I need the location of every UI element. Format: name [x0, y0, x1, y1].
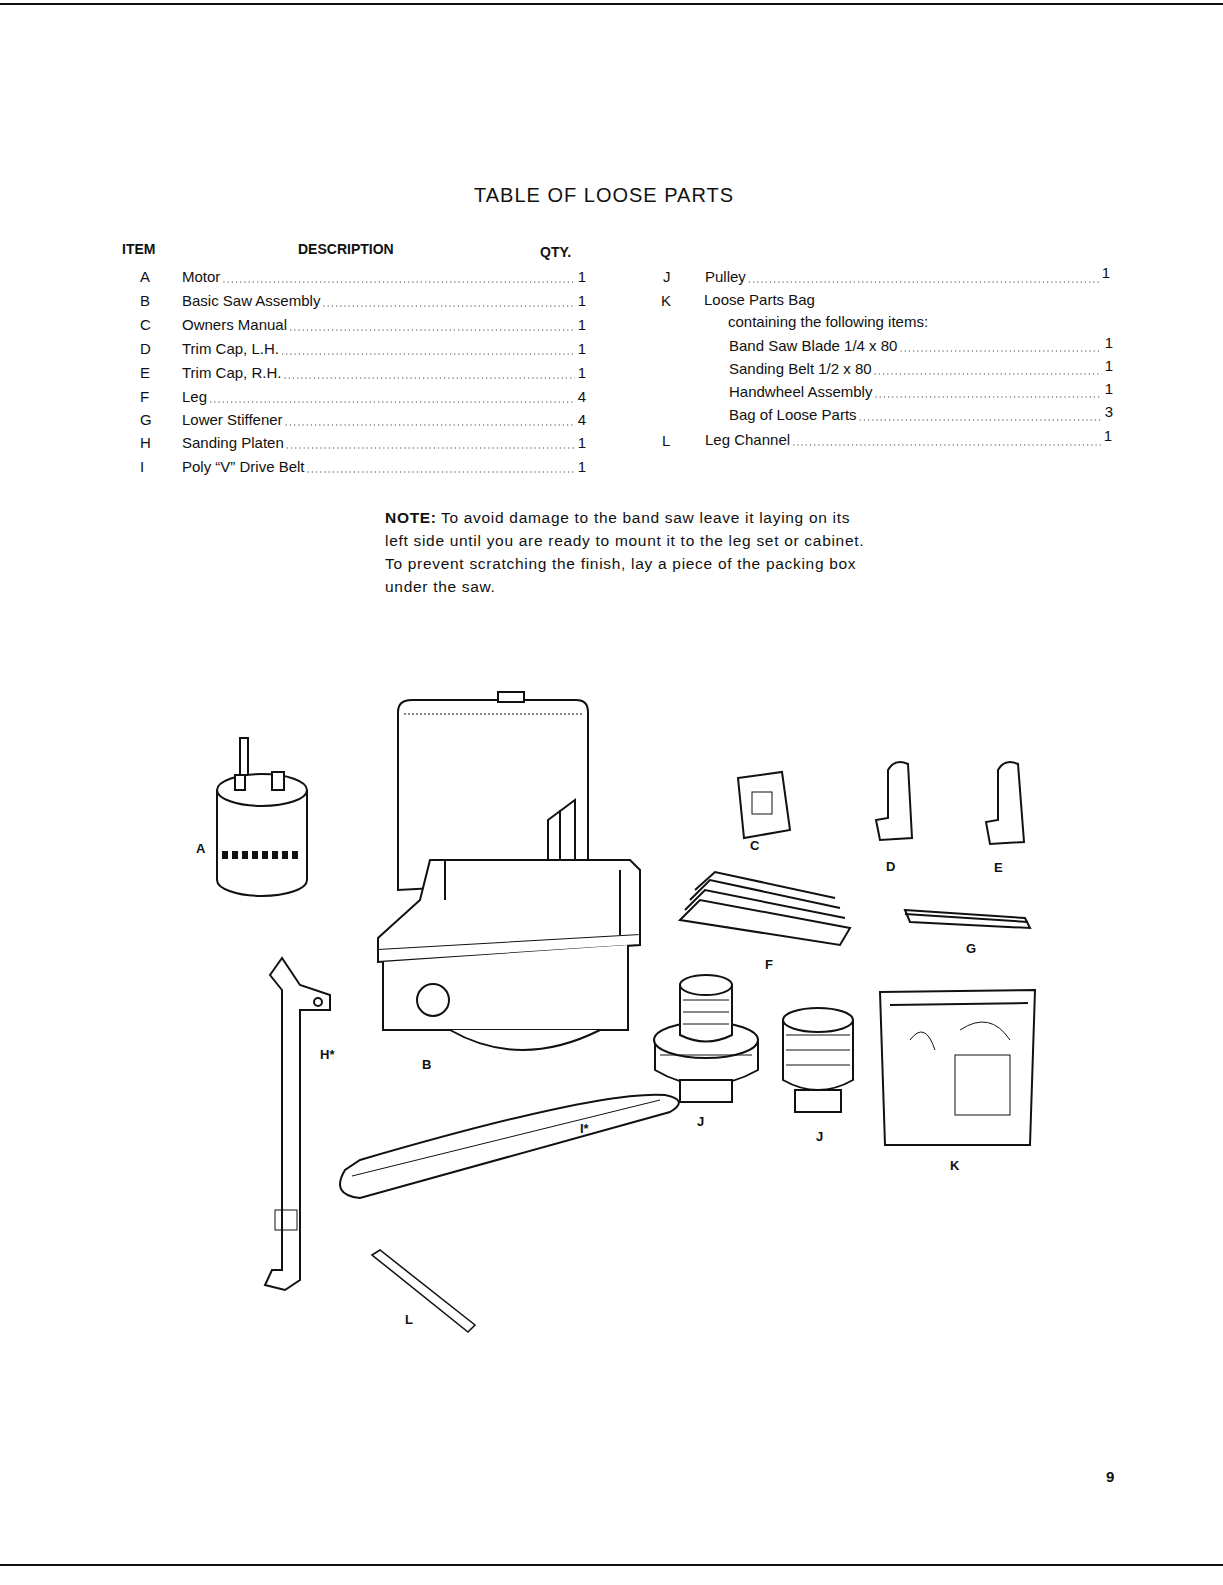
part-description: Poly “V” Drive Belt [182, 458, 305, 476]
trim-caps [876, 762, 1024, 844]
callout-letter: K [950, 1157, 959, 1175]
sanding-platen [265, 958, 330, 1290]
part-quantity: 1 [578, 292, 586, 310]
callout-letter: L [405, 1311, 413, 1329]
part-quantity: 1 [578, 268, 586, 286]
drive-belt [340, 1095, 679, 1198]
dot-leader [223, 281, 574, 282]
part-description: Sanding Platen [182, 434, 284, 452]
dot-leader [749, 281, 1099, 282]
pulleys [654, 975, 853, 1112]
column-header: DESCRIPTION [298, 240, 394, 258]
callout-letter: H* [320, 1046, 334, 1064]
dot-leader [282, 353, 575, 354]
part-description: Owners Manual [182, 316, 287, 334]
column-header: QTY. [540, 243, 571, 261]
dot-leader [875, 373, 1102, 374]
item-letter: L [662, 432, 670, 450]
part-description: Bag of Loose Parts [729, 406, 857, 424]
callout-letter: J [816, 1128, 823, 1146]
page-number: 9 [1106, 1468, 1114, 1486]
motor [217, 738, 307, 896]
item-letter: E [140, 364, 150, 382]
callout-letter: C [750, 837, 759, 855]
dot-leader [210, 401, 575, 402]
part-description: containing the following items: [728, 313, 928, 331]
callout-letter: B [422, 1056, 431, 1074]
item-letter: C [140, 316, 151, 334]
table-title: TABLE OF LOOSE PARTS [474, 186, 734, 204]
dot-leader [287, 447, 575, 448]
callout-letter: G [966, 940, 976, 958]
note-heading: NOTE: [385, 506, 437, 529]
item-letter: H [140, 434, 151, 452]
part-quantity: 1 [578, 364, 586, 382]
dot-leader [860, 419, 1102, 420]
part-description: Motor [182, 268, 220, 286]
dot-leader [290, 329, 575, 330]
part-quantity: 1 [1105, 380, 1113, 398]
column-header: ITEM [122, 240, 155, 258]
callout-letter: D [886, 858, 895, 876]
part-description: Pulley [705, 268, 746, 286]
owners-manual [738, 772, 790, 838]
saw-assembly [378, 692, 640, 1050]
part-description: Loose Parts Bag [704, 291, 815, 309]
item-letter: B [140, 292, 150, 310]
leg-channel [372, 1250, 475, 1332]
stiffeners [905, 910, 1030, 928]
dot-leader [323, 305, 574, 306]
dot-leader [875, 396, 1101, 397]
part-quantity: 4 [578, 411, 586, 429]
note-text: To avoid damage to the band saw leave it… [385, 506, 865, 598]
part-description: Leg Channel [705, 431, 790, 449]
part-description: Band Saw Blade 1/4 x 80 [729, 337, 897, 355]
dot-leader [900, 350, 1101, 351]
item-letter: D [140, 340, 151, 358]
part-quantity: 1 [578, 316, 586, 334]
part-quantity: 1 [578, 458, 586, 476]
part-description: Trim Cap, R.H. [182, 364, 281, 382]
part-description: Sanding Belt 1/2 x 80 [729, 360, 872, 378]
dot-leader [286, 424, 575, 425]
part-quantity: 1 [1105, 334, 1113, 352]
legs [680, 872, 850, 945]
part-description: Basic Saw Assembly [182, 292, 320, 310]
item-letter: J [663, 268, 671, 286]
part-quantity: 1 [1105, 357, 1113, 375]
part-quantity: 1 [1102, 264, 1110, 282]
part-quantity: 1 [578, 434, 586, 452]
callout-letter: J [697, 1113, 704, 1131]
item-letter: I [140, 458, 144, 476]
dot-leader [793, 444, 1101, 445]
part-quantity: 1 [578, 340, 586, 358]
part-description: Trim Cap, L.H. [182, 340, 279, 358]
callout-letter: E [994, 859, 1003, 877]
part-description: Lower Stiffener [182, 411, 283, 429]
part-quantity: 3 [1105, 403, 1113, 421]
part-quantity: 4 [578, 388, 586, 406]
part-quantity: 1 [1104, 427, 1112, 445]
parts-bag [880, 990, 1035, 1145]
item-letter: G [140, 411, 152, 429]
dot-leader [284, 377, 574, 378]
dot-leader [308, 471, 575, 472]
item-letter: K [661, 292, 671, 310]
callout-letter: I* [580, 1120, 589, 1138]
callout-letter: F [765, 956, 773, 974]
item-letter: F [140, 388, 149, 406]
item-letter: A [140, 268, 150, 286]
part-description: Handwheel Assembly [729, 383, 872, 401]
part-description: Leg [182, 388, 207, 406]
callout-letter: A [196, 840, 205, 858]
